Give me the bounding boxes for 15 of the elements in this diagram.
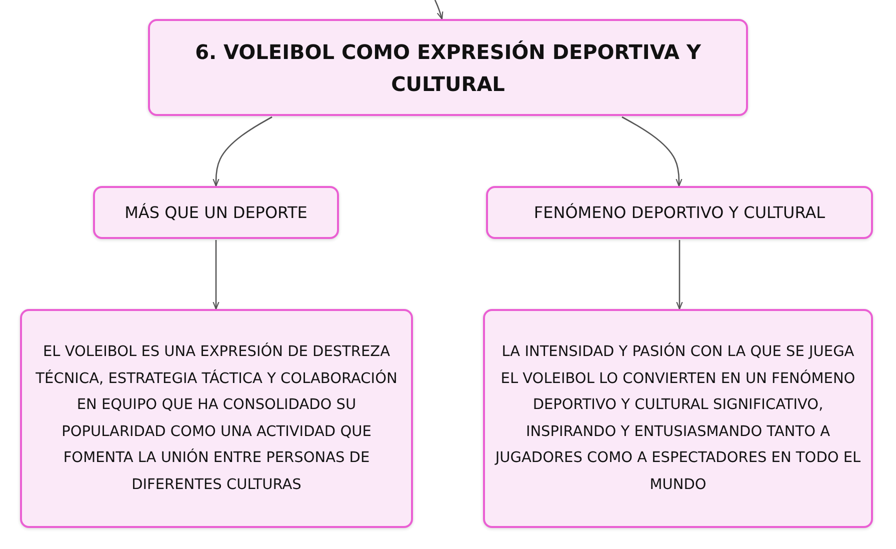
node-text: EL VOLEIBOL ES UNA EXPRESIÓN DE DESTREZA TÉCNICA, ESTRATEGIA TÁCTICA Y COLABORACIÓN EN EQUIPO QUE HA CONSOLIDADO SU POPULARIDAD COMO UNA ACTIVIDAD QUE FOMENTA LA UNIÓN ENTRE PERSONAS DE DIFERENTES CULTURAS <box>34 342 398 494</box>
arrow <box>622 116 682 187</box>
node-text: 6. VOLEIBOL COMO EXPRESIÓN DEPORTIVA Y CULTURAL <box>194 38 702 98</box>
title-box <box>148 19 748 116</box>
topic-box <box>93 186 339 239</box>
topic-box <box>486 186 873 239</box>
description-box <box>20 309 413 528</box>
arrow <box>212 240 220 310</box>
node-text: FENÓMENO DEPORTIVO Y CULTURAL <box>534 203 826 222</box>
description-box <box>483 309 873 528</box>
node-text: LA INTENSIDAD Y PASIÓN CON LA QUE SE JUEGA EL VOLEIBOL LO CONVIERTEN EN UN FENÓMENO DEPORTIVO Y CULTURAL SIGNIFICATIVO, INSPIRANDO Y ENTUSIASMANDO TANTO A JUGADORES COMO A ESPECTADORES EN TODO EL MUNDO <box>494 342 862 494</box>
arrow <box>434 0 444 20</box>
node-text: MÁS QUE UN DEPORTE <box>124 203 308 222</box>
arrow <box>212 116 272 187</box>
arrow <box>676 240 683 310</box>
